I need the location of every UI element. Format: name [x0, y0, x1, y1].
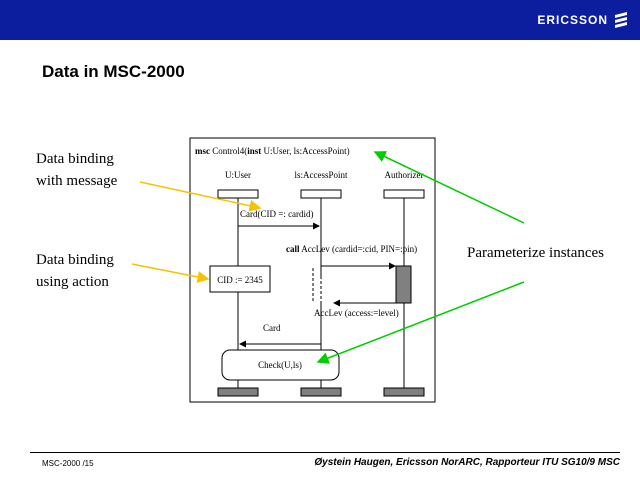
msc-heading: msc Control4(inst U:User, ls:AccessPoint…: [195, 146, 350, 156]
callout-binding-message-line2: with message: [36, 173, 118, 189]
ericsson-stripes-icon: [615, 12, 627, 28]
arrow-binding-message: [139, 181, 262, 212]
instance-end-user: [217, 387, 259, 397]
ericsson-logo: ERICSSON: [537, 12, 628, 28]
logo-text: ERICSSON: [537, 13, 608, 27]
instance-label-user: U:User: [225, 170, 251, 180]
instance-head-authorizer: [383, 189, 425, 199]
message-card-cid-label: Card(CID =: cardid): [240, 209, 314, 219]
call-signature: AccLev (cardid=:cid, PIN=:pin): [301, 244, 417, 254]
instance-label-authorizer: Authorizer: [385, 170, 424, 180]
message-card-label: Card: [263, 323, 281, 333]
reference-label: Check(U,ls): [258, 360, 302, 370]
authorizer-activation: [395, 265, 412, 304]
inst-keyword: inst: [247, 146, 261, 156]
action-label: CID := 2345: [217, 275, 263, 285]
call-label: call AccLev (cardid=:cid, PIN=:pin): [286, 244, 417, 254]
msc-keyword: msc: [195, 146, 210, 156]
callout-binding-message: Data binding with message: [36, 148, 117, 192]
arrow-parameterize-reference: [316, 281, 525, 364]
footer-page-number: MSC-2000 /15: [42, 459, 94, 468]
callout-binding-message-line1: Data binding: [36, 151, 114, 167]
call-keyword: call: [286, 244, 300, 254]
callout-binding-action-line1: Data binding: [36, 252, 114, 268]
arrow-binding-action: [131, 263, 210, 283]
footer-divider: [30, 452, 620, 453]
reply-label: AccLev (access:=level): [314, 308, 399, 318]
instance-label-accesspoint: ls:AccessPoint: [295, 170, 348, 180]
slide-title: Data in MSC-2000: [42, 62, 185, 81]
msc-name: Control4(: [212, 146, 247, 156]
instance-end-authorizer: [383, 387, 425, 397]
arrow-parameterize-heading: [373, 151, 525, 224]
instance-head-accesspoint: [300, 189, 342, 199]
footer-author: Øystein Haugen, Ericsson NorARC, Rapport…: [314, 457, 620, 468]
header-bar: ERICSSON: [0, 0, 640, 40]
action-box: [209, 265, 271, 293]
callout-parameterize: Parameterize instances: [467, 245, 605, 261]
msc-frame: [189, 137, 436, 403]
callout-binding-action-line2: using action: [36, 274, 109, 290]
instance-head-user: [217, 189, 259, 199]
reference-box: [221, 349, 340, 381]
msc-params: U:User, ls:AccessPoint): [264, 146, 350, 156]
callout-binding-action: Data binding using action: [36, 249, 114, 293]
instance-end-accesspoint: [300, 387, 342, 397]
